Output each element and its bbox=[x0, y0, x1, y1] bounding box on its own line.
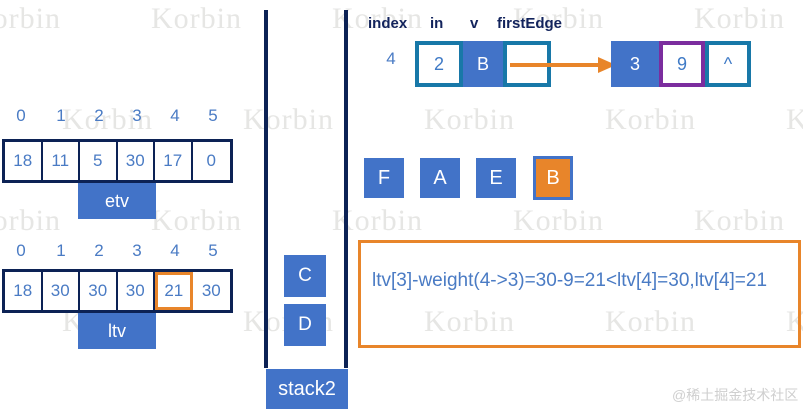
chip-3-current: B bbox=[533, 156, 573, 200]
ltv-index-1: 1 bbox=[56, 241, 66, 260]
ltv-label: ltv bbox=[78, 313, 156, 349]
attribution-text: @稀土掘金技术社区 bbox=[672, 387, 799, 403]
ltv-cell-5: 30 bbox=[192, 272, 231, 310]
ltv-cell-4: 21 bbox=[155, 272, 193, 310]
node-index-value: 4 bbox=[386, 49, 396, 68]
ltv-cell-1: 30 bbox=[42, 272, 80, 310]
node-v-cell: B bbox=[463, 41, 503, 87]
etv-index-0: 0 bbox=[16, 106, 26, 125]
etv-index-1: 1 bbox=[56, 106, 66, 125]
ltv-index-3: 3 bbox=[132, 241, 142, 260]
edge-to-cell: 3 bbox=[611, 41, 659, 87]
formula-text: ltv[3]-weight(4->3)=30-9=21<ltv[4]=30,lt… bbox=[372, 270, 768, 291]
chip-2: E bbox=[476, 158, 516, 198]
ltv-index-5: 5 bbox=[208, 241, 218, 260]
stack2-left-wall bbox=[264, 10, 268, 368]
etv-index-2: 2 bbox=[94, 106, 104, 125]
ltv-cell-0: 18 bbox=[5, 272, 43, 310]
etv-cell-4: 17 bbox=[155, 142, 193, 180]
etv-cell-2: 5 bbox=[80, 142, 118, 180]
etv-cell-1: 11 bbox=[42, 142, 80, 180]
ltv-index-4: 4 bbox=[170, 241, 180, 260]
etv-label: etv bbox=[78, 183, 156, 219]
ltv-index-0: 0 bbox=[16, 241, 26, 260]
stack2-item-1: D bbox=[284, 304, 326, 346]
header-v: v bbox=[470, 15, 479, 32]
chip-1: A bbox=[420, 158, 460, 198]
chip-0: F bbox=[364, 158, 404, 198]
header-index: index bbox=[368, 15, 408, 32]
edge-weight-cell: 9 bbox=[659, 41, 705, 87]
stack2-label: stack2 bbox=[266, 369, 348, 409]
etv-cell-5: 0 bbox=[192, 142, 230, 180]
etv-cell-0: 18 bbox=[5, 142, 43, 180]
ltv-index-2: 2 bbox=[94, 241, 104, 260]
etv-cells: 18 11 5 30 17 0 bbox=[2, 139, 233, 183]
ltv-cell-2: 30 bbox=[80, 272, 118, 310]
stack2-item-0: C bbox=[284, 255, 326, 297]
etv-index-5: 5 bbox=[208, 106, 218, 125]
ltv-cells: 18 30 30 30 21 30 bbox=[2, 269, 233, 313]
stack2-right-wall bbox=[344, 10, 348, 368]
firstedge-arrow-icon bbox=[510, 57, 616, 73]
etv-index-3: 3 bbox=[132, 106, 142, 125]
header-in: in bbox=[430, 15, 444, 32]
etv-cell-3: 30 bbox=[117, 142, 155, 180]
formula-box bbox=[358, 240, 801, 348]
edge-next-cell: ^ bbox=[705, 41, 751, 87]
etv-index-4: 4 bbox=[170, 106, 180, 125]
header-firstedge: firstEdge bbox=[497, 15, 563, 32]
node-in-cell: 2 bbox=[415, 41, 463, 87]
ltv-cell-3: 30 bbox=[117, 272, 155, 310]
